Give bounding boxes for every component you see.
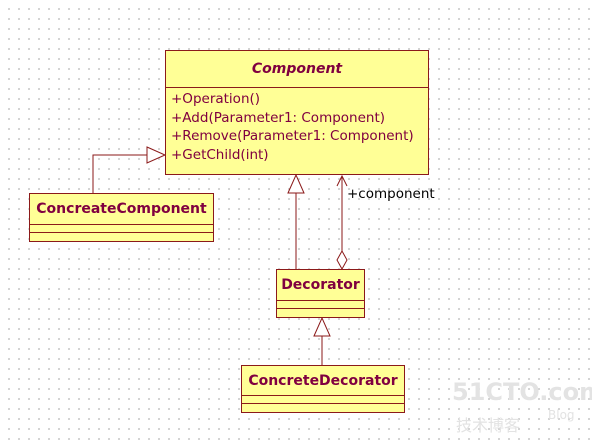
class-name-concretedecorator: ConcreteDecorator [248, 372, 398, 389]
operation-item: +Add(Parameter1: Component) [171, 109, 386, 126]
class-name-component: Component [251, 61, 343, 77]
watermark-tag: Blog [548, 408, 575, 422]
operation-item: +GetChild(int) [171, 146, 269, 163]
generalization-concreatecomponent-to-component [92, 146, 167, 193]
class-concreatecomponent[interactable]: ConcreateComponent [29, 193, 214, 242]
watermark: 51CTO.com 技术博客 Blog [452, 378, 592, 444]
attributes-compartment [30, 224, 213, 232]
watermark-logo: 51CTO.com [452, 378, 592, 406]
generalization-decorator-to-component [287, 173, 305, 269]
operations-compartment [277, 308, 364, 317]
generalization-concretedecorator-to-decorator [313, 316, 331, 365]
class-component[interactable]: Component +Operation() +Add(Parameter1: … [165, 50, 429, 175]
class-decorator[interactable]: Decorator [276, 269, 365, 318]
aggregation-decorator-to-component [336, 174, 348, 271]
operations-compartment [30, 232, 213, 241]
class-name-concreatecomponent: ConcreateComponent [36, 201, 207, 217]
attributes-compartment [242, 395, 404, 403]
aggregation-role-label: +component [347, 186, 435, 202]
class-concretedecorator[interactable]: ConcreteDecorator [241, 365, 405, 413]
operation-item: +Operation() [171, 91, 261, 107]
class-name-decorator: Decorator [281, 277, 360, 293]
operation-item: +Remove(Parameter1: Component) [171, 128, 414, 144]
operations-compartment [242, 403, 404, 412]
attributes-compartment [277, 300, 364, 308]
operations-compartment: +Operation() +Add(Parameter1: Component)… [166, 87, 428, 164]
watermark-subtitle: 技术博客 [456, 416, 521, 435]
